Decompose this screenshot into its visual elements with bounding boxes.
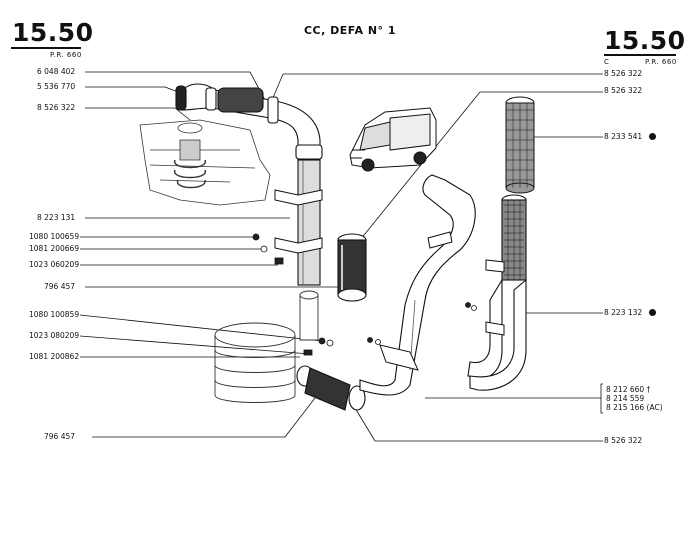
leader-line: [79, 335, 311, 355]
part-ref-left-11: 1081 200862: [29, 352, 80, 361]
page-subtitle-left: P.R. 660: [50, 51, 82, 59]
page-subtitle-right-c: C: [604, 58, 610, 66]
part-ref-right-7: 8 215 166 (AC): [606, 403, 663, 412]
pipe-sleeve: [337, 233, 367, 302]
part-ref-right-4: 8 223 132: [604, 308, 656, 318]
part-ref-right-2: 8 526 322: [604, 86, 643, 95]
engine-sketch: [139, 119, 271, 206]
mesh-grid: [504, 200, 524, 280]
part-ref-left-10: 1023 080209: [29, 331, 80, 340]
mesh-screen: [505, 96, 535, 194]
tailpipe: [467, 194, 527, 391]
silencer-drum: [214, 290, 319, 403]
part-ref-left-2: 5 536 770: [37, 82, 76, 91]
page-number-right: 15.50: [604, 26, 686, 55]
part-ref-right-8: 8 526 322: [604, 436, 643, 445]
tailpipe-bracket: [485, 259, 505, 336]
van-illustration: [349, 107, 437, 172]
part-ref-right-1: 8 526 322: [604, 69, 643, 78]
part-ref-left-8: 796 457: [44, 282, 76, 291]
part-ref-left-9: 1080 100859: [29, 310, 80, 319]
leader-line: [359, 91, 481, 241]
header-rule-right: [604, 54, 676, 56]
ref-group-bracket: [600, 383, 603, 414]
leader-line: [174, 107, 191, 121]
page-title: CC, DEFA N° 1: [303, 24, 397, 37]
availability-dot-icon: [648, 309, 656, 316]
part-ref-left-12: 796 457: [44, 432, 76, 441]
leader-line: [284, 397, 316, 438]
header-rule-left: [11, 47, 81, 49]
page-subtitle-right: P.R. 660: [645, 58, 677, 66]
part-ref-right-5: 8 212 660 †: [606, 385, 651, 394]
part-ref-left-4: 8 223 131: [37, 213, 76, 222]
part-ref-right-3: 8 233 541: [604, 132, 656, 142]
part-ref-left-6: 1081 200669: [29, 244, 80, 253]
page-number-left: 15.50: [12, 18, 94, 47]
pipe-bracket: [274, 189, 323, 254]
bolt-set: [252, 233, 477, 358]
exhaust-bracket: [379, 231, 453, 371]
upper-intake-pipe: [175, 83, 323, 286]
part-ref-right-4-text: 8 223 132: [604, 308, 643, 317]
lower-connector: [296, 365, 366, 411]
part-ref-left-1: 6 048 402: [37, 67, 76, 76]
part-ref-left-3: 8 526 322: [37, 103, 76, 112]
part-ref-left-5: 1080 100659: [29, 232, 80, 241]
part-ref-right-3-text: 8 233 541: [604, 132, 643, 141]
leader-line: [79, 314, 323, 342]
part-ref-left-7: 1023 060209: [29, 260, 80, 269]
leader-line: [354, 407, 376, 442]
part-ref-right-6: 8 214 559: [606, 394, 645, 403]
availability-dot-icon: [648, 133, 656, 140]
exhaust-pipe: [359, 174, 476, 396]
